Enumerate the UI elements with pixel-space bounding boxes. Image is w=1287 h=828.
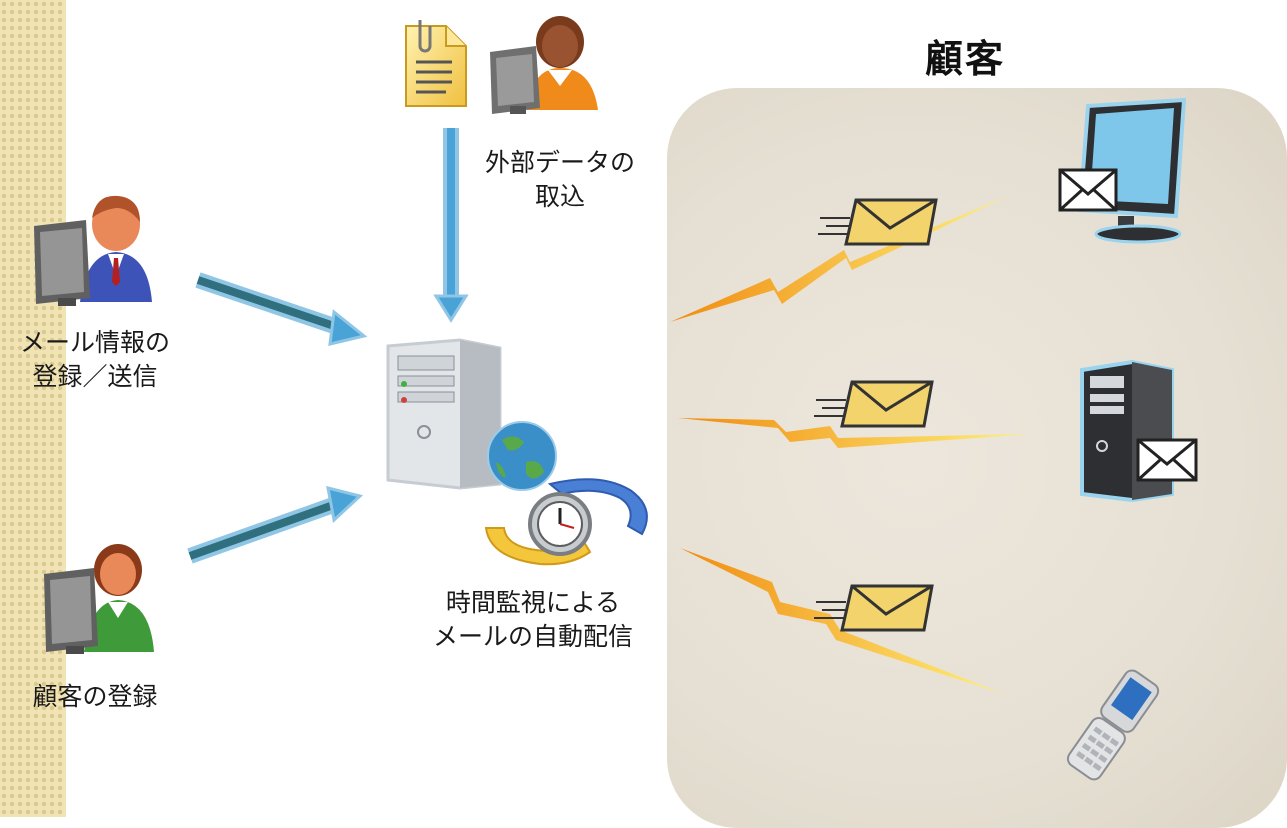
lightning-bolt-top	[670, 196, 1008, 322]
tower-pc-icon	[1080, 359, 1198, 503]
customer-title: 顧客	[925, 37, 1006, 81]
auto-delivery-label-line1: 時間監視による	[445, 588, 621, 617]
clock-refresh-icon	[484, 478, 648, 566]
user-male-icon	[34, 195, 152, 306]
envelope-icon	[814, 380, 934, 428]
import-label-line2: 取込	[534, 182, 585, 211]
import-arrow	[433, 128, 469, 323]
lightning-bolt-bottom	[680, 548, 1004, 694]
import-label: 外部データの 取込	[470, 146, 650, 214]
document-icon	[405, 20, 467, 107]
desktop-monitor-icon	[1058, 97, 1187, 244]
user-female-icon	[490, 16, 598, 114]
envelope-icon	[814, 584, 934, 632]
customer-register-arrow	[187, 485, 364, 564]
auto-delivery-label: 時間監視による メールの自動配信	[408, 586, 658, 654]
mail-register-label-line1: メール情報の	[19, 328, 170, 357]
customer-register-label: 顧客の登録	[32, 682, 158, 711]
globe-icon	[487, 421, 557, 491]
envelope-icon	[1058, 168, 1118, 212]
flip-phone-icon	[1066, 669, 1160, 781]
mail-register-label: メール情報の 登録／送信	[0, 326, 190, 394]
import-label-line1: 外部データの	[484, 148, 635, 177]
envelope-icon	[818, 198, 938, 246]
decorative-left-strip	[0, 0, 66, 817]
user-green-icon	[44, 544, 154, 654]
mail-register-label-line2: 登録／送信	[32, 362, 158, 391]
mail-register-arrow	[195, 272, 368, 346]
envelope-icon	[1136, 438, 1198, 482]
lightning-bolt-middle	[678, 418, 1030, 448]
auto-delivery-label-line2: メールの自動配信	[432, 622, 633, 651]
